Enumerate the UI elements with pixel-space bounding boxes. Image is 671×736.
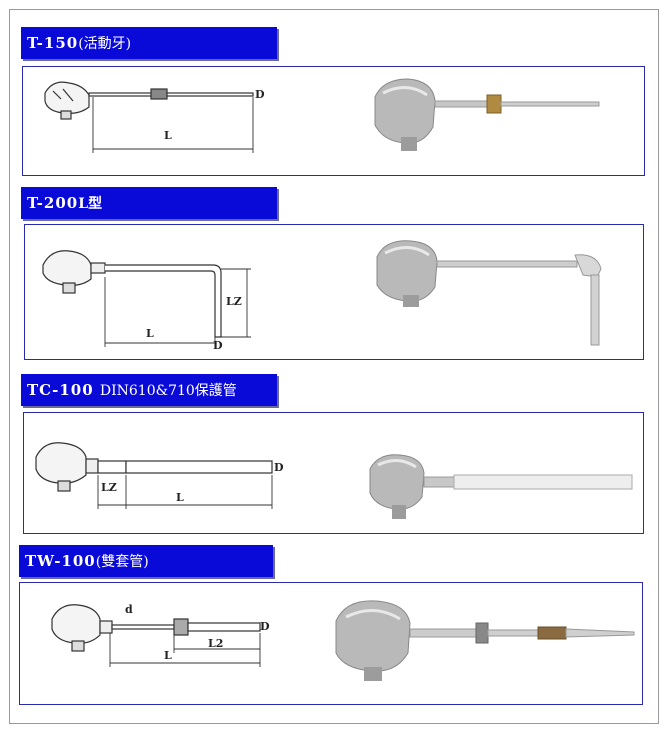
product-panel-t200: LZ L D bbox=[24, 224, 644, 360]
t200-schematic-drawing bbox=[42, 250, 251, 347]
section-code: T-150 bbox=[27, 34, 79, 52]
tc100-product-photo bbox=[369, 454, 633, 519]
section-code: TC-100 bbox=[27, 381, 94, 399]
t200-diameter-label: D bbox=[213, 339, 223, 352]
tw100-insertion-label: L2 bbox=[208, 637, 223, 650]
tc100-diagram: D LZ L bbox=[35, 442, 633, 519]
t150-product-photo bbox=[374, 78, 600, 151]
section-code: T-200 bbox=[27, 194, 79, 212]
section-subtitle: (活動牙) bbox=[78, 36, 132, 52]
section-tag-t200: T-200L型 bbox=[21, 187, 277, 219]
product-panel-t150: D L bbox=[22, 66, 645, 176]
section-code: TW-100 bbox=[25, 552, 96, 570]
tw100-small-diameter-label: d bbox=[125, 603, 133, 616]
tw100-product-photo bbox=[335, 600, 635, 681]
tc100-diameter-label: D bbox=[274, 461, 284, 474]
t200-length-label: L bbox=[146, 327, 154, 340]
tc100-length-label: L bbox=[176, 491, 184, 504]
t150-schematic-drawing bbox=[44, 81, 254, 153]
catalog-frame bbox=[9, 9, 659, 724]
t200-insertion-label: LZ bbox=[226, 295, 242, 308]
product-panel-tw100: d D L2 L bbox=[19, 582, 643, 705]
section-tag-tw100: TW-100(雙套管) bbox=[19, 545, 273, 577]
section-subtitle: DIN610&710保護管 bbox=[99, 383, 237, 399]
t150-length-label: L bbox=[164, 129, 172, 142]
section-subtitle: (雙套管) bbox=[95, 554, 149, 570]
tc100-schematic-drawing bbox=[35, 442, 273, 509]
section-subtitle: L型 bbox=[78, 196, 103, 212]
t150-diagram: D L bbox=[44, 78, 600, 153]
tw100-schematic-drawing bbox=[51, 604, 261, 667]
tc100-insertion-label: LZ bbox=[101, 481, 117, 494]
t200-diagram: LZ L D bbox=[42, 240, 602, 352]
tw100-diameter-label: D bbox=[260, 620, 270, 633]
t150-diameter-label: D bbox=[255, 88, 265, 101]
section-tag-tc100: TC-100 DIN610&710保護管 bbox=[21, 374, 277, 406]
t200-product-photo bbox=[376, 240, 602, 346]
tw100-diagram: d D L2 L bbox=[51, 600, 635, 681]
product-panel-tc100: D LZ L bbox=[23, 412, 644, 534]
tw100-length-label: L bbox=[164, 649, 172, 662]
section-tag-t150: T-150(活動牙) bbox=[21, 27, 277, 59]
